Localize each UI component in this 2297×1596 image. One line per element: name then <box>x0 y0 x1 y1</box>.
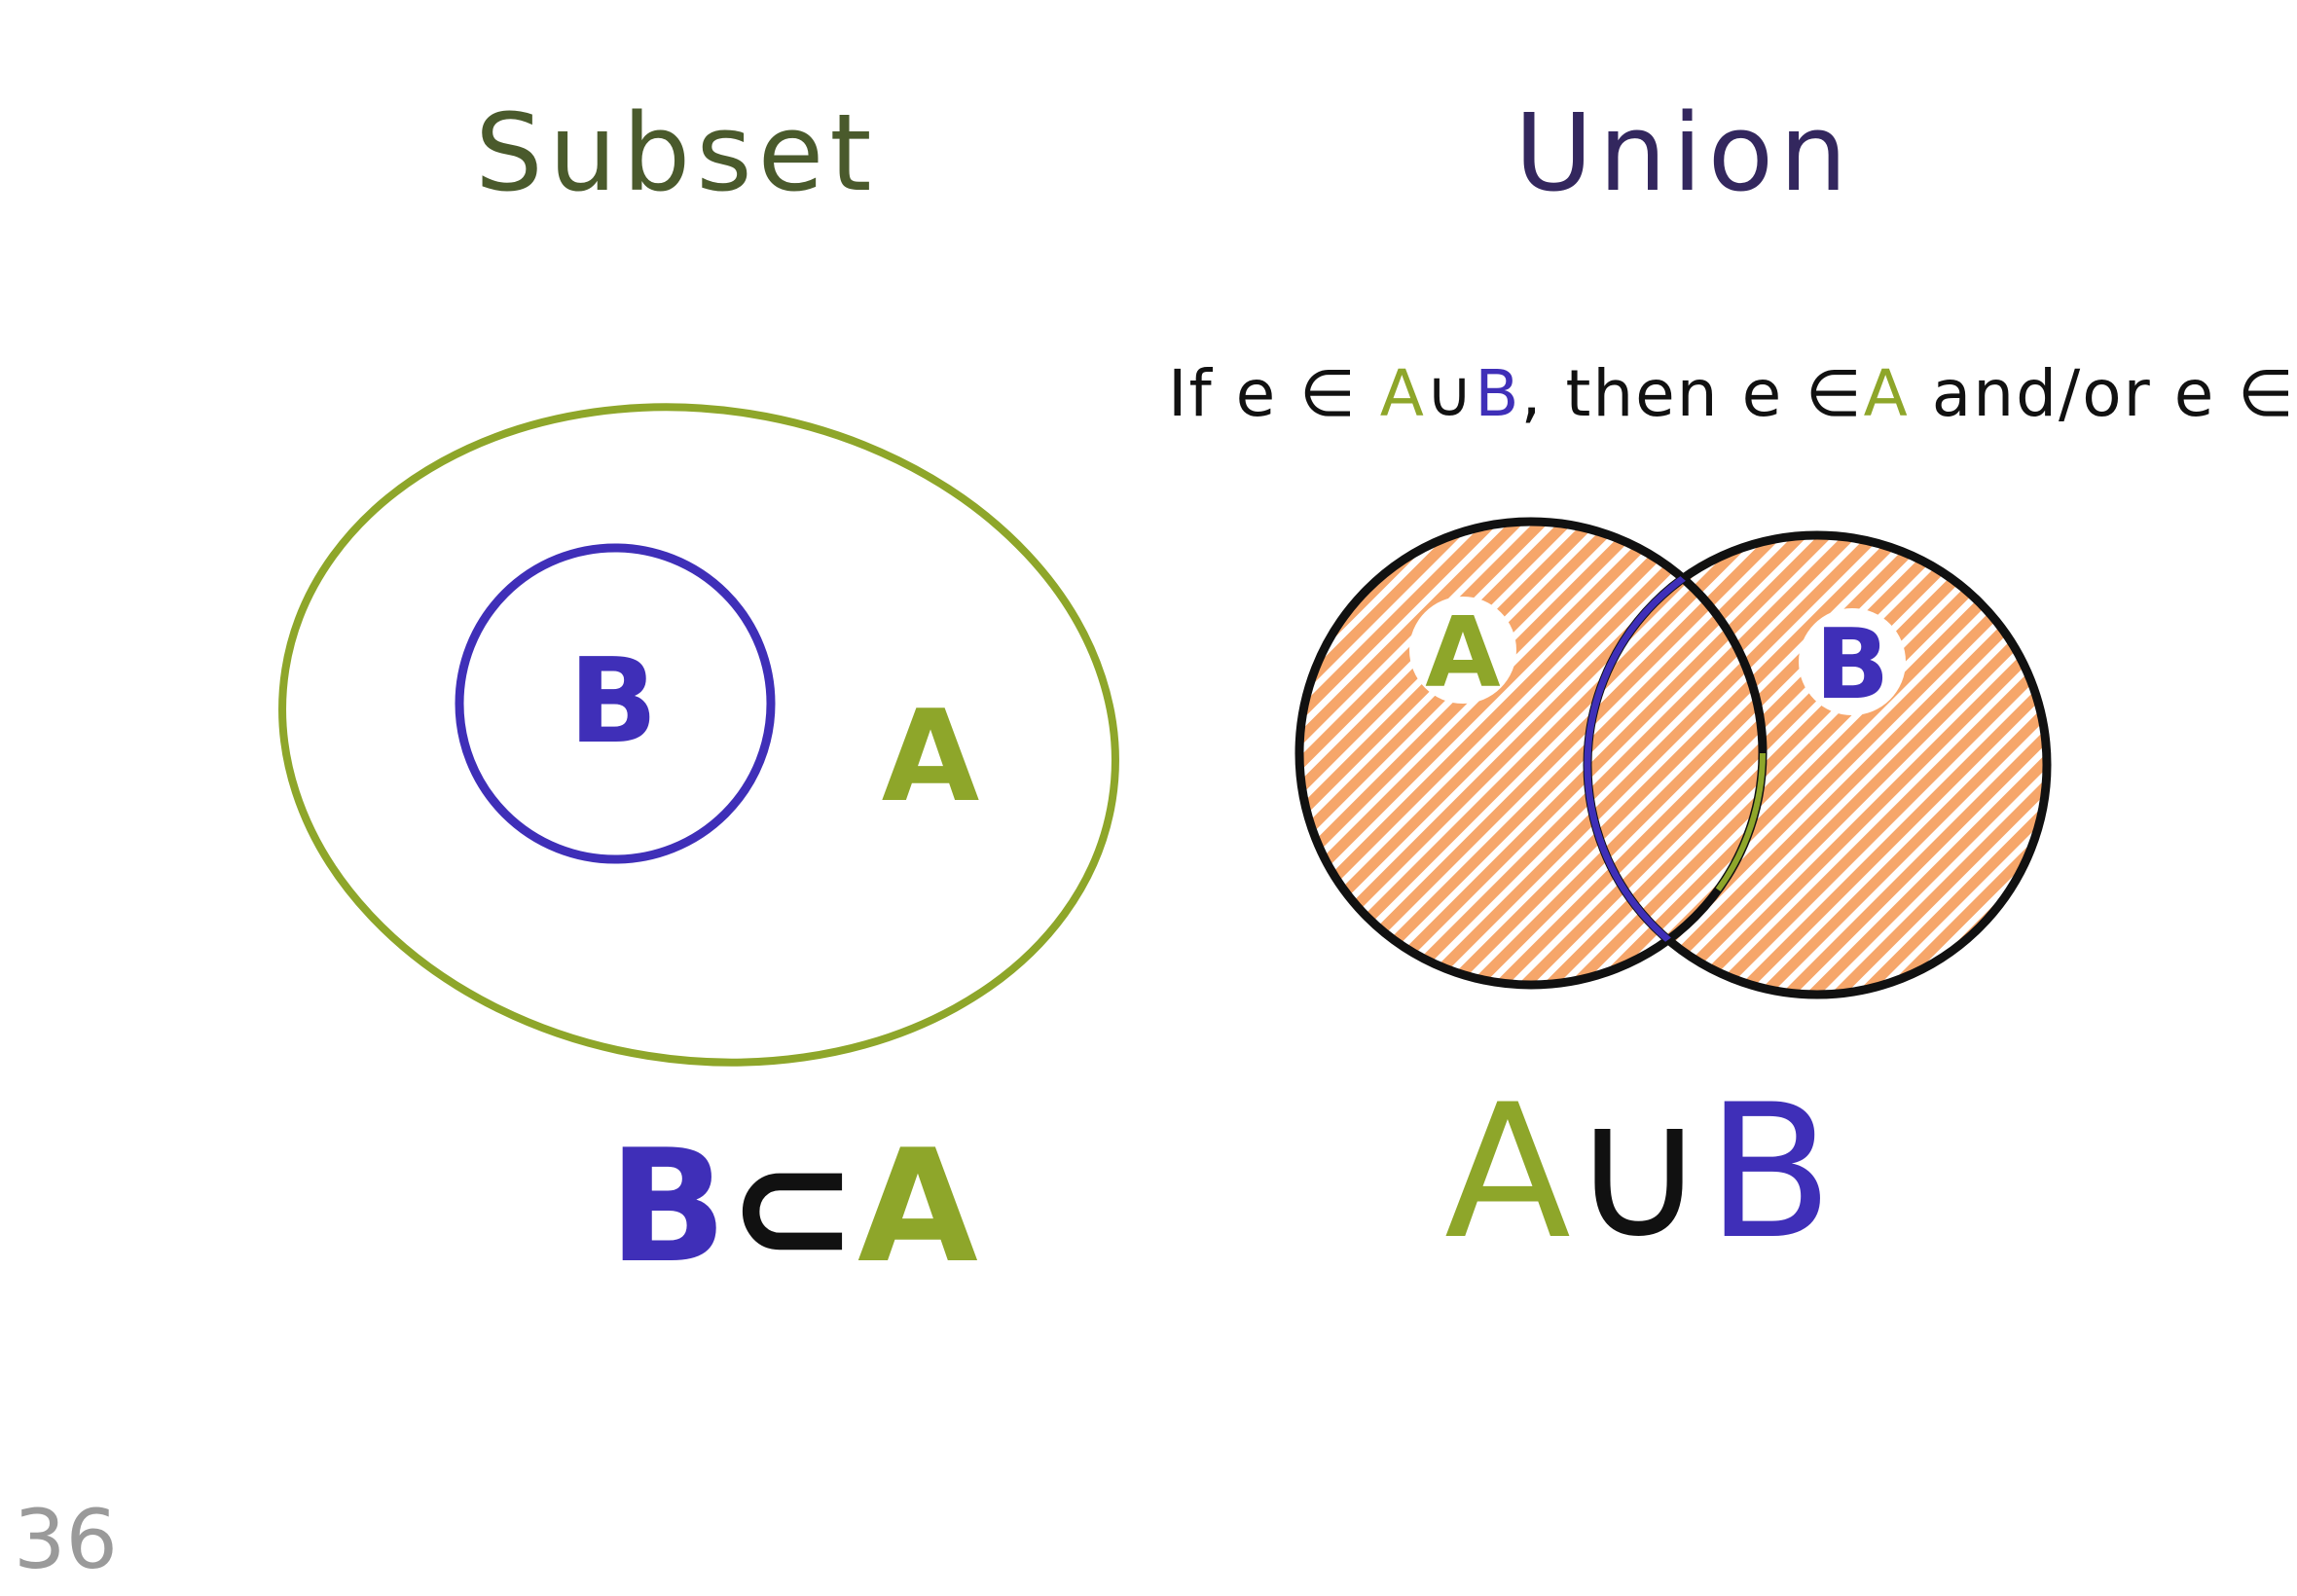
union-notation: A∪B <box>1444 1080 1833 1265</box>
subset-label-a: A <box>882 682 980 830</box>
subset-symbol: ⊂ <box>726 1115 858 1297</box>
set-b-inner-arc <box>1584 531 1763 985</box>
subset-notation-a: A <box>857 1115 978 1297</box>
label-b-background <box>1799 608 1906 715</box>
statement-a: A <box>1379 356 1426 431</box>
union-title: Union <box>1514 91 1853 215</box>
subset-venn: B A <box>278 403 1119 1067</box>
union-venn: A B <box>1294 517 2052 999</box>
statement-b: B <box>1475 356 1521 431</box>
set-a-ellipse <box>278 403 1119 1067</box>
statement-part-3: and/or e ∈ <box>1909 356 2296 431</box>
union-notation-b: B <box>1706 1065 1834 1280</box>
subset-notation: B⊂A <box>608 1129 978 1285</box>
set-b-circle <box>455 543 776 864</box>
statement-part-1: If e ∈ <box>1168 356 1380 431</box>
statement-part-2: , then e ∈ <box>1520 356 1864 431</box>
set-a-inner-arc <box>1296 519 1766 988</box>
union-symbol: ∪ <box>1570 1065 1707 1280</box>
union-fill-b <box>1587 535 2047 995</box>
union-notation-a: A <box>1444 1065 1571 1280</box>
subset-notation-b: B <box>608 1115 727 1297</box>
union-label-a: A <box>1425 596 1500 709</box>
statement-a-2: A <box>1863 356 1910 431</box>
statement-union-symbol: ∪ <box>1425 356 1476 431</box>
subset-title: Subset <box>475 91 878 215</box>
page-number: 36 <box>14 1492 118 1587</box>
label-a-background <box>1409 597 1516 704</box>
subset-label-b: B <box>568 635 657 770</box>
union-statement: If e ∈ A∪B, then e ∈A and/or e ∈B <box>1168 362 2297 426</box>
union-label-b: B <box>1815 607 1889 721</box>
statement-b-2: B <box>2296 356 2297 431</box>
